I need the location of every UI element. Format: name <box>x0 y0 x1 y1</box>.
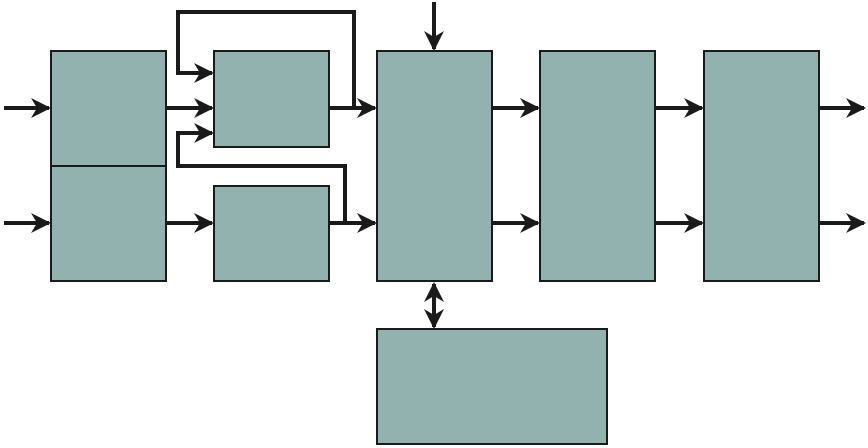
connections <box>4 2 866 329</box>
blocks <box>50 50 820 445</box>
block-1b <box>50 165 167 282</box>
block-6 <box>376 328 608 445</box>
block-3 <box>376 50 493 282</box>
block-2b <box>213 185 330 282</box>
block-2a <box>213 50 330 148</box>
block-4 <box>539 50 656 282</box>
block-1a <box>50 50 167 167</box>
feedback-top-to-block-2a <box>176 10 356 108</box>
feedback-bottom-to-block-2a <box>176 123 347 223</box>
block-5 <box>703 50 820 282</box>
